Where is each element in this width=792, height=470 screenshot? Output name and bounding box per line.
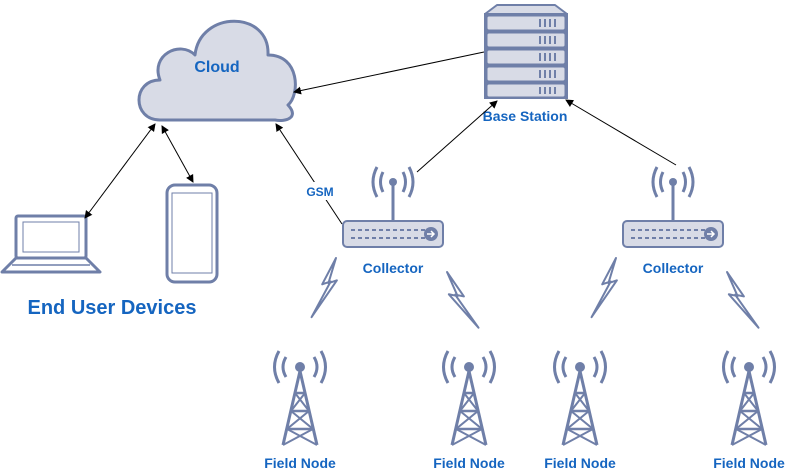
cloud-label: Cloud: [194, 59, 239, 76]
arrow-collector-left-to-base: [416, 100, 498, 173]
field-node-1-icon: [273, 349, 327, 447]
base-station-label: Base Station: [483, 108, 568, 124]
field-node-2-label: Field Node: [433, 455, 505, 470]
field-node-2-icon: [442, 349, 496, 447]
gsm-label: GSM: [306, 185, 333, 199]
field-node-3-icon: [553, 349, 607, 447]
phone-icon: [165, 183, 219, 284]
server-icon: [484, 4, 568, 99]
collector-right-icon: [621, 165, 725, 249]
arrow-base-to-cloud: [293, 51, 485, 95]
laptop-icon: [0, 214, 102, 274]
arrow-collector-right-to-base: [565, 99, 677, 166]
field-node-3-label: Field Node: [544, 455, 616, 470]
arrow-cloud-phone: [161, 125, 194, 183]
collector-right-label: Collector: [643, 260, 704, 276]
wireless-link-2-icon: [442, 266, 480, 334]
wireless-link-1-icon: [310, 254, 341, 321]
field-node-4-icon: [722, 349, 776, 447]
collector-left-label: Collector: [363, 260, 424, 276]
end-user-devices-label: End User Devices: [28, 297, 197, 319]
collector-left-icon: [341, 165, 445, 249]
arrow-cloud-laptop: [84, 123, 156, 219]
field-node-1-label: Field Node: [264, 455, 336, 470]
gsm-label-bg: [300, 182, 338, 200]
connection-arrows: [84, 51, 677, 225]
arrow-collector-left-to-cloud: [275, 123, 343, 225]
wireless-link-4-icon: [722, 266, 760, 334]
field-node-4-label: Field Node: [713, 455, 785, 470]
cloud-icon: [137, 19, 297, 122]
wireless-link-3-icon: [590, 254, 621, 321]
